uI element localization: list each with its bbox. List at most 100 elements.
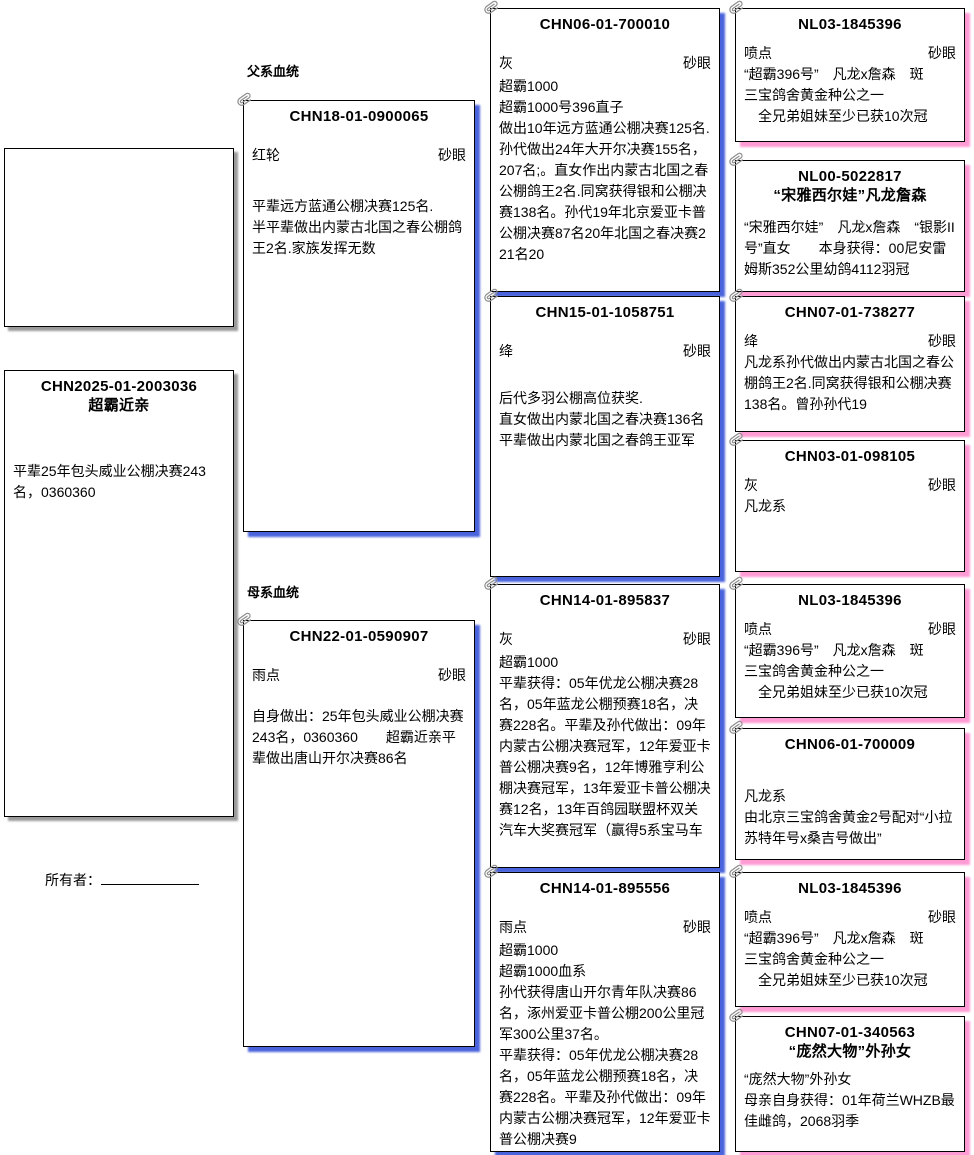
achievements-text: “超霸396号” 凡龙x詹森 斑 三宝鸽舍黄金种公之一 全兄弟姐妹至少已获10次…: [744, 66, 928, 124]
paperclip-icon: [484, 288, 499, 308]
ring-number: CHN15-01-1058751: [535, 304, 675, 321]
achievements-text: “宋雅西尔娃” 凡龙x詹森 “银影II号”直女 本身获得：00尼安雷姆斯352公…: [744, 219, 955, 277]
owner-label: 所有者：: [45, 872, 101, 888]
pedigree-box-ffm[interactable]: NL00-5022817 “宋雅西尔娃”凡龙詹森 “宋雅西尔娃” 凡龙x詹森 “…: [729, 152, 965, 292]
eye-type: 砂眼: [928, 909, 956, 925]
ring-number: NL03-1845396: [798, 880, 902, 897]
feather-color: 喷点: [744, 45, 772, 61]
achievements-text: 后代多羽公棚高位获奖. 直女做出内蒙北国之春决赛136名 平辈做出内蒙北国之春鸽…: [499, 390, 705, 448]
achievements-text: “超霸396号” 凡龙x詹森 斑 三宝鸽舍黄金种公之一 全兄弟姐妹至少已获10次…: [744, 930, 928, 988]
trait-row: 红轮 砂眼: [252, 146, 466, 164]
feather-color: 灰: [499, 631, 513, 647]
feather-color: 灰: [499, 55, 513, 71]
achievements-text: 凡龙系孙代做出内蒙古北国之春公棚鸽王2名.同窝获得银和公棚决赛138名。曾孙孙代…: [744, 354, 954, 412]
trait-row: 雨点 砂眼: [499, 918, 711, 936]
paperclip-icon: [729, 720, 744, 740]
eye-type: 砂眼: [438, 667, 466, 683]
trait-row: 绛 砂眼: [499, 342, 711, 360]
ring-number: CHN22-01-0590907: [289, 628, 429, 645]
pedigree-box-fmm[interactable]: CHN03-01-098105 灰 砂眼 凡龙系: [729, 432, 965, 572]
paperclip-icon: [237, 92, 252, 112]
trait-row: 绛 砂眼: [744, 332, 956, 350]
pedigree-box-mmf[interactable]: NL03-1845396 喷点 砂眼 “超霸396号” 凡龙x詹森 斑 三宝鸽舍…: [729, 864, 965, 1007]
owner-line: 所有者：: [45, 870, 199, 889]
pedigree-box-ff[interactable]: CHN06-01-700010 灰 砂眼 超霸1000 超霸1000号396直子…: [484, 0, 720, 292]
paperclip-icon: [729, 1008, 744, 1028]
feather-color: 灰: [744, 477, 758, 493]
paperclip-icon: [484, 576, 499, 596]
eye-type: 砂眼: [683, 343, 711, 359]
ring-number: CHN07-01-340563: [784, 1024, 916, 1041]
pedigree-box-mfm[interactable]: CHN06-01-700009 凡龙系 由北京三宝鸽舍黄金2号配对“小拉苏特年号…: [729, 720, 965, 860]
pedigree-box-mf[interactable]: CHN14-01-895837 灰 砂眼 超霸1000 平辈获得：05年优龙公棚…: [484, 576, 720, 868]
achievements-text: “庞然大物”外孙女 母亲自身获得：01年荷兰WHZB最佳雌鸽，2068羽季: [744, 1071, 955, 1129]
achievements-text: 自身做出：25年包头威业公棚决赛243名，0360360 超霸近亲平辈做出唐山开…: [252, 708, 464, 766]
achievements-text: 平辈远方蓝通公棚决赛125名. 半平辈做出内蒙古北国之春公棚鸽王2名.家族发挥无…: [252, 198, 462, 256]
achievements-text: 平辈25年包头威业公棚决赛243名，0360360: [13, 463, 206, 500]
pedigree-box-mff[interactable]: NL03-1845396 喷点 砂眼 “超霸396号” 凡龙x詹森 斑 三宝鸽舍…: [729, 576, 965, 718]
achievements-text: 凡龙系 由北京三宝鸽舍黄金2号配对“小拉苏特年号x桑吉号做出”: [744, 788, 953, 846]
paperclip-icon: [729, 152, 744, 172]
paperclip-icon: [484, 864, 499, 884]
paperclip-icon: [729, 0, 744, 20]
feather-color: 喷点: [744, 621, 772, 637]
trait-row: 喷点 砂眼: [744, 620, 956, 638]
paperclip-icon: [237, 612, 252, 632]
pedigree-box-fff[interactable]: NL03-1845396 喷点 砂眼 “超霸396号” 凡龙x詹森 斑 三宝鸽舍…: [729, 0, 965, 142]
trait-row: 灰 砂眼: [499, 630, 711, 648]
ring-number: CHN14-01-895556: [539, 880, 671, 897]
trait-row: 喷点 砂眼: [744, 908, 956, 926]
pedigree-box-mother[interactable]: CHN22-01-0590907 雨点 砂眼 自身做出：25年包头威业公棚决赛2…: [237, 612, 475, 1047]
box-subtitle: 超霸近亲: [88, 397, 150, 414]
eye-type: 砂眼: [683, 919, 711, 935]
trait-row: 喷点 砂眼: [744, 44, 956, 62]
eye-type: 砂眼: [928, 333, 956, 349]
ring-number: CHN18-01-0900065: [289, 108, 429, 125]
ring-number: NL00-5022817: [798, 168, 902, 185]
trait-row: 雨点 砂眼: [252, 666, 466, 684]
achievements-text: “超霸396号” 凡龙x詹森 斑 三宝鸽舍黄金种公之一 全兄弟姐妹至少已获10次…: [744, 642, 928, 700]
box-subtitle: “宋雅西尔娃”凡龙詹森: [773, 187, 927, 204]
father-line-label: 父系血统: [247, 64, 300, 79]
feather-color: 雨点: [499, 919, 527, 935]
ring-number: CHN06-01-700010: [539, 16, 671, 33]
achievements-text: 凡龙系: [744, 498, 786, 514]
pedigree-box-mmm[interactable]: CHN07-01-340563 “庞然大物”外孙女 “庞然大物”外孙女 母亲自身…: [729, 1008, 965, 1152]
ring-number: CHN06-01-700009: [784, 736, 916, 753]
eye-type: 砂眼: [928, 477, 956, 493]
feather-color: 绛: [499, 343, 513, 359]
eye-type: 砂眼: [683, 55, 711, 71]
photo-placeholder-box[interactable]: [4, 148, 234, 327]
ring-number: NL03-1845396: [798, 16, 902, 33]
ring-number: CHN14-01-895837: [539, 592, 671, 609]
pedigree-box-mm[interactable]: CHN14-01-895556 雨点 砂眼 超霸1000 超霸1000血系 孙代…: [484, 864, 720, 1152]
box-subtitle: “庞然大物”外孙女: [788, 1043, 912, 1060]
achievements-text: 超霸1000 超霸1000血系 孙代获得唐山开尔青年队决赛86名，涿州爱亚卡普公…: [499, 942, 711, 1147]
pedigree-box-fmf[interactable]: CHN07-01-738277 绛 砂眼 凡龙系孙代做出内蒙古北国之春公棚鸽王2…: [729, 288, 965, 432]
pedigree-box-father[interactable]: CHN18-01-0900065 红轮 砂眼 平辈远方蓝通公棚决赛125名. 半…: [237, 92, 475, 532]
eye-type: 砂眼: [683, 631, 711, 647]
feather-color: 绛: [744, 333, 758, 349]
feather-color: 雨点: [252, 667, 280, 683]
eye-type: 砂眼: [438, 147, 466, 163]
paperclip-icon: [729, 576, 744, 596]
paperclip-icon: [729, 432, 744, 452]
feather-color: 红轮: [252, 147, 280, 163]
pedigree-box-subject[interactable]: CHN2025-01-2003036 超霸近亲 平辈25年包头威业公棚决赛243…: [4, 370, 234, 817]
pedigree-box-fm[interactable]: CHN15-01-1058751 绛 砂眼 后代多羽公棚高位获奖. 直女做出内蒙…: [484, 288, 720, 577]
paperclip-icon: [729, 864, 744, 884]
eye-type: 砂眼: [928, 45, 956, 61]
achievements-text: 超霸1000 平辈获得：05年优龙公棚决赛28名，05年蓝龙公棚预赛18名，决赛…: [499, 654, 711, 838]
feather-color: 喷点: [744, 909, 772, 925]
eye-type: 砂眼: [928, 621, 956, 637]
achievements-text: 超霸1000 超霸1000号396直子 做出10年远方蓝通公棚决赛125名. 孙…: [499, 78, 710, 262]
mother-line-label: 母系血统: [247, 585, 300, 600]
trait-row: 灰 砂眼: [499, 54, 711, 72]
ring-number: CHN2025-01-2003036: [40, 378, 198, 395]
paperclip-icon: [484, 0, 499, 20]
ring-number: CHN07-01-738277: [784, 304, 916, 321]
ring-number: NL03-1845396: [798, 592, 902, 609]
ring-number: CHN03-01-098105: [784, 448, 916, 465]
trait-row: 灰 砂眼: [744, 476, 956, 494]
